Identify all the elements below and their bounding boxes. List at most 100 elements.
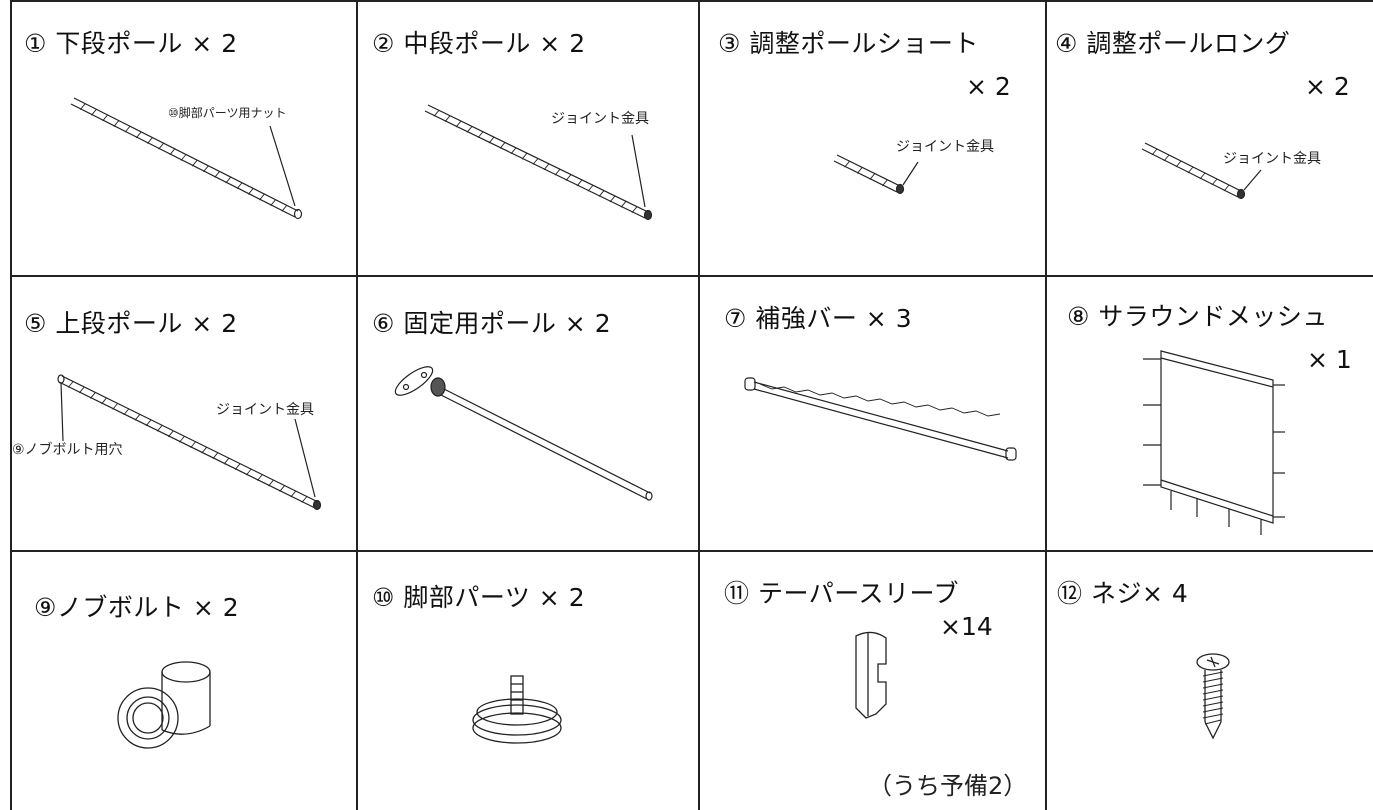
screw-illustration (1196, 653, 1230, 740)
grid-line-col-1 (356, 0, 358, 810)
part-cell-middle-pole: ② 中段ポール × 2 ジョイント金具 (358, 2, 698, 275)
pole-ridge (247, 188, 254, 195)
pole-ridge (156, 425, 163, 432)
grid-line-col-2 (698, 0, 700, 810)
part-title: ⑩ 脚部パーツ × 2 (372, 583, 586, 612)
pole-ridge (620, 201, 627, 208)
grid-line-left (10, 0, 12, 810)
pole-ridge (223, 457, 230, 465)
pole-ridge (279, 485, 285, 492)
pole-ridge (565, 174, 572, 181)
pole-ridge (598, 190, 605, 197)
pole-ridges (1151, 148, 1230, 192)
part-title: ⑪ テーパースリーブ (724, 579, 959, 608)
pole-ridge (147, 137, 153, 144)
pole-ridge (268, 479, 274, 487)
part-title: ⑫ ネジ× 4 (1057, 579, 1189, 608)
pole-ridge (91, 109, 97, 116)
pole-ridge (236, 182, 243, 190)
fixing-pole-illustration (394, 366, 653, 501)
part-cell-reinforcing-bar: ⑦ 補強バー × 3 (700, 277, 1045, 550)
part-cell-screw: ⑫ ネジ× 4 (1047, 552, 1373, 810)
pole-ridge (135, 131, 142, 139)
part-quantity: × 2 (1305, 72, 1350, 101)
pole-ridge (113, 120, 120, 127)
pole-ridge (1163, 154, 1170, 162)
grid-line-col-3 (1045, 0, 1047, 810)
part-callout-label: ジョイント金具 (1223, 151, 1321, 167)
pole-ridge (167, 430, 174, 438)
part-title: ⑧ サラウンドメッシュ (1067, 302, 1328, 331)
pole-ridge (179, 435, 185, 443)
pole-ridges (79, 103, 288, 212)
pole-illustration (1141, 142, 1262, 200)
grid-line-row-1 (10, 275, 1373, 277)
part-title: ⑥ 固定用ポール × 2 (372, 309, 612, 338)
pole-ridge (191, 159, 198, 167)
pole-ridge (124, 125, 131, 133)
part-callout-label: ジョイント金具 (551, 111, 649, 127)
pole-ridge (180, 154, 187, 161)
pole-ridge (78, 386, 85, 394)
pole-ridge (521, 152, 528, 160)
pole-ridge (102, 114, 108, 122)
pole-ridge (203, 165, 209, 173)
pole-ridge (1223, 184, 1230, 192)
pole-ridge (510, 147, 517, 155)
part-cell-knob-bolt: ⑨ノブボルト × 2 (12, 552, 356, 810)
pole-ridge (433, 110, 440, 117)
part-callout-label: ジョイント金具 (216, 402, 314, 418)
pole-ridge (301, 496, 308, 503)
pole-ridge (1175, 160, 1182, 168)
pole-illustration (424, 104, 653, 221)
pole-ridge (67, 381, 74, 388)
part-title: ① 下段ポール × 2 (24, 29, 238, 58)
part-title: ⑦ 補強バー × 3 (724, 304, 913, 333)
part-quantity: ×14 (940, 612, 993, 641)
pole-ridge (488, 136, 495, 144)
taper-sleeve-illustration (855, 631, 887, 719)
part-cell-adjust-pole-long: ④ 調整ポールロング × 2 ジョイント金具 (1047, 2, 1373, 275)
reinforcing-bar-illustration (744, 377, 1017, 461)
part-title: ④ 調整ポールロング (1055, 29, 1291, 58)
pole-ridge (257, 474, 263, 481)
pole-illustration (57, 374, 322, 511)
part-cell-surround-mesh: ⑧ サラウンドメッシュ × 1 (1047, 277, 1373, 550)
pole-ridge (214, 171, 220, 178)
pole-ridge (145, 419, 152, 427)
grid-line-row-2 (10, 550, 1373, 552)
part-note: （うち予備2） (868, 772, 1028, 800)
pole-ridge (882, 179, 888, 187)
pole-ridges (433, 110, 638, 213)
part-callout-label: ⑩脚部パーツ用ナット (168, 106, 287, 120)
pole-ridge (79, 103, 86, 110)
pole-ridge (134, 414, 141, 421)
pole-ridge (576, 179, 583, 187)
part-quantity: × 1 (1307, 345, 1352, 374)
pole-ridge (477, 131, 484, 139)
pole-ridge (90, 392, 96, 399)
pole-ridge (190, 441, 196, 449)
part-callout-label: ⑨ノブボルト用穴 (12, 442, 123, 458)
pole-ridge (499, 142, 506, 149)
pole-ridge (869, 173, 876, 180)
pole-ridges (67, 381, 308, 503)
pole-ridge (856, 167, 863, 174)
pole-ridge (245, 468, 252, 476)
pole-ridges (844, 160, 888, 187)
knob-bolt-illustration (117, 661, 211, 749)
pole-ridge (112, 403, 118, 410)
pole-ridge (455, 120, 462, 128)
part-cell-fixing-pole: ⑥ 固定用ポール × 2 (358, 277, 698, 550)
part-cell-adjust-pole-short: ③ 調整ポールショート × 2 ジョイント金具 (700, 2, 1045, 275)
pole-ridge (1211, 178, 1218, 186)
part-quantity: × 2 (966, 72, 1011, 101)
grid-line-top (10, 0, 1373, 2)
pole-ridge (554, 168, 561, 176)
pole-ridge (1187, 166, 1194, 174)
part-cell-leg-part: ⑩ 脚部パーツ × 2 (358, 552, 698, 810)
pole-ridge (1151, 148, 1158, 156)
part-title: ② 中段ポール × 2 (372, 29, 586, 58)
leg-part-illustration (472, 675, 562, 744)
